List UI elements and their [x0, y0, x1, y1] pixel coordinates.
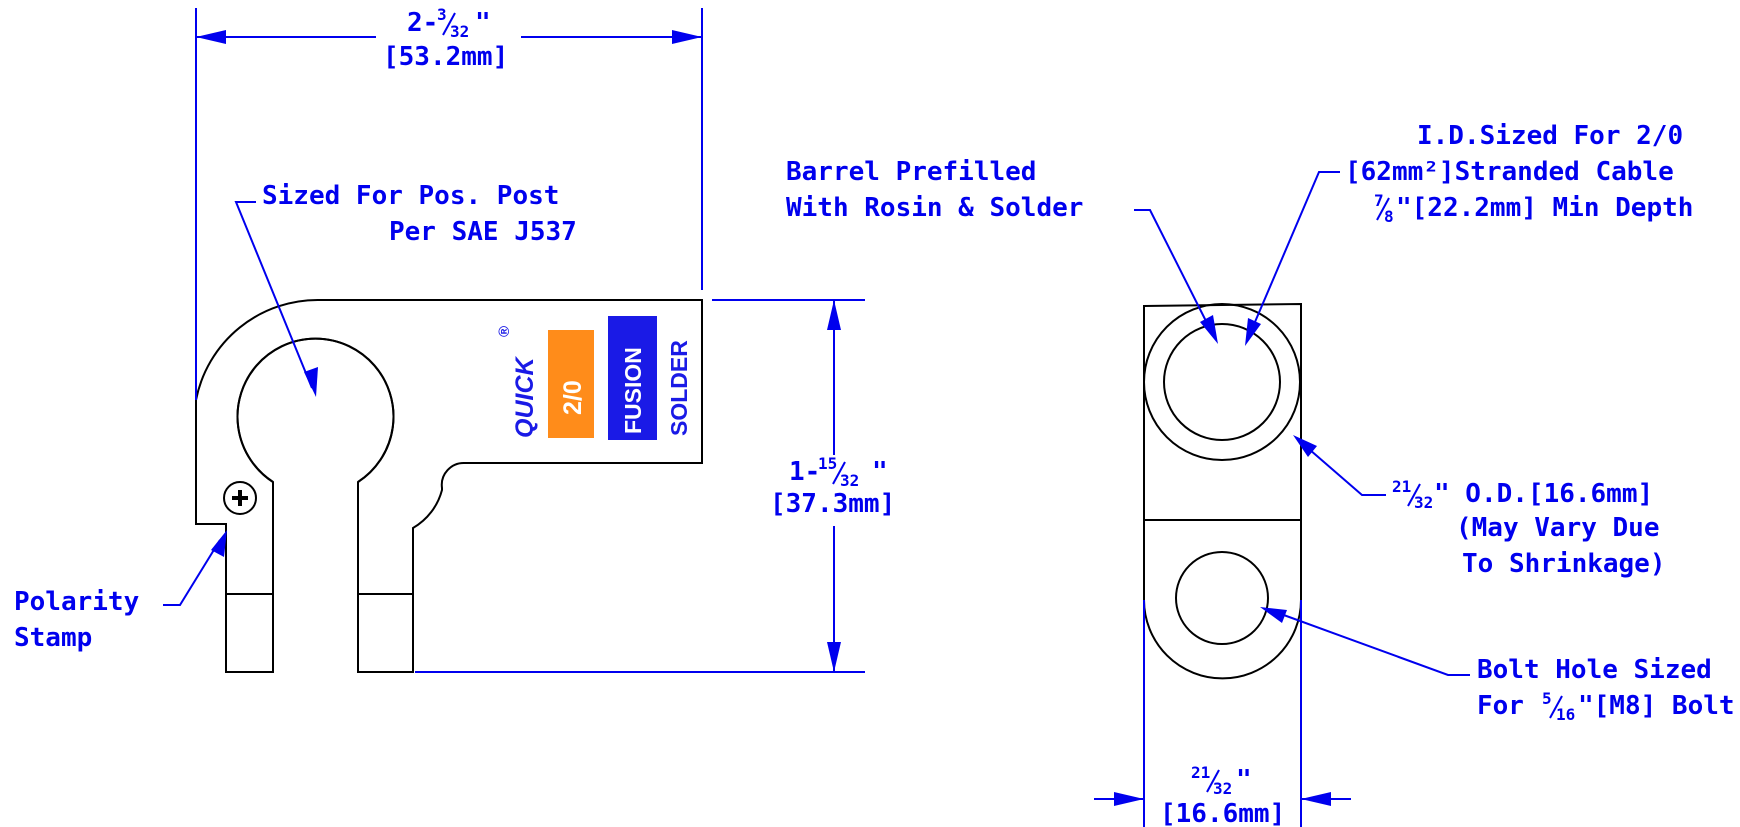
svg-text:": "	[475, 8, 491, 38]
id-line3-rest: "[22.2mm] Min Depth	[1396, 193, 1693, 223]
post-hole	[236, 337, 395, 483]
od-rest: " O.D.[16.6mm]	[1434, 479, 1653, 509]
width-dimension: 2- 3 32 " [53.2mm]	[195, 5, 703, 400]
bolt-line2-rest: "[M8] Bolt	[1578, 691, 1735, 721]
height-fraction-whole: 1-	[789, 457, 820, 487]
od-line2: (May Vary Due	[1456, 513, 1660, 543]
size-badge-label: 2/0	[559, 380, 587, 415]
fusion-label: FUSION	[620, 347, 646, 434]
bolt-line2-num: 5	[1542, 689, 1552, 708]
svg-text:": "	[1236, 765, 1252, 795]
id-line3-den: 8	[1384, 207, 1394, 226]
barrel-line2: With Rosin & Solder	[786, 193, 1083, 223]
polarity-line1: Polarity	[14, 587, 139, 617]
bottom-num: 21	[1191, 763, 1210, 782]
barrel-line1: Barrel Prefilled	[786, 157, 1036, 187]
od-line3: To Shrinkage)	[1462, 549, 1666, 579]
height-fraction-num: 15	[818, 454, 837, 473]
id-line2: [62mm²]Stranded Cable	[1345, 157, 1674, 187]
fusion-badge	[608, 316, 657, 440]
size-badge	[548, 330, 594, 438]
bottom-den: 32	[1213, 779, 1232, 798]
brand-quick: QUICK	[511, 356, 539, 439]
polarity-line2: Stamp	[14, 623, 92, 653]
width-fraction-den: 32	[450, 22, 469, 41]
end-view-outline	[1143, 302, 1302, 680]
height-fraction-den: 32	[840, 471, 859, 490]
id-callout: I.D.Sized For 2/0 [62mm²]Stranded Cable …	[1245, 121, 1693, 346]
barrel-callout: Barrel Prefilled With Rosin & Solder	[786, 157, 1218, 344]
barrel-inner	[1163, 323, 1281, 441]
post-callout-line1: Sized For Pos. Post	[262, 181, 559, 211]
od-num: 21	[1392, 477, 1411, 496]
width-fraction-num: 3	[437, 5, 447, 24]
post-callout-line2: Per SAE J537	[389, 217, 577, 247]
terminal-end-view	[1143, 302, 1302, 680]
height-mm: [37.3mm]	[770, 489, 895, 519]
bolt-hole	[1175, 551, 1269, 645]
solder-label: SOLDER	[666, 340, 692, 436]
id-line3-num: 7	[1374, 191, 1384, 210]
bolt-callout: Bolt Hole Sized For 5 16 "[M8] Bolt	[1260, 607, 1735, 724]
width-mm: [53.2mm]	[383, 42, 508, 72]
bottom-mm: [16.6mm]	[1160, 799, 1285, 827]
bolt-line2-pre: For	[1477, 691, 1524, 721]
plus-icon	[232, 490, 248, 506]
bolt-line1: Bolt Hole Sized	[1477, 655, 1712, 685]
barrel-outer	[1143, 303, 1301, 461]
post-callout: Sized For Pos. Post Per SAE J537	[234, 181, 577, 397]
polarity-circle	[223, 481, 257, 515]
od-callout: 21 32 " O.D.[16.6mm] (May Vary Due To Sh…	[1293, 435, 1666, 579]
brand-registered: ®	[496, 326, 513, 337]
terminal-side-view: QUICK ® 2/0 FUSION SOLDER	[195, 298, 703, 673]
bolt-line2-den: 16	[1556, 705, 1575, 724]
polarity-callout: Polarity Stamp	[14, 530, 227, 653]
end-width-dimension: 21 32 " [16.6mm]	[1094, 600, 1351, 827]
od-den: 32	[1414, 493, 1433, 512]
svg-text:": "	[872, 457, 888, 487]
height-dimension: 1- 15 32 " [37.3mm]	[415, 299, 895, 673]
width-fraction-whole: 2-	[407, 8, 438, 38]
id-line1: I.D.Sized For 2/0	[1417, 121, 1683, 151]
